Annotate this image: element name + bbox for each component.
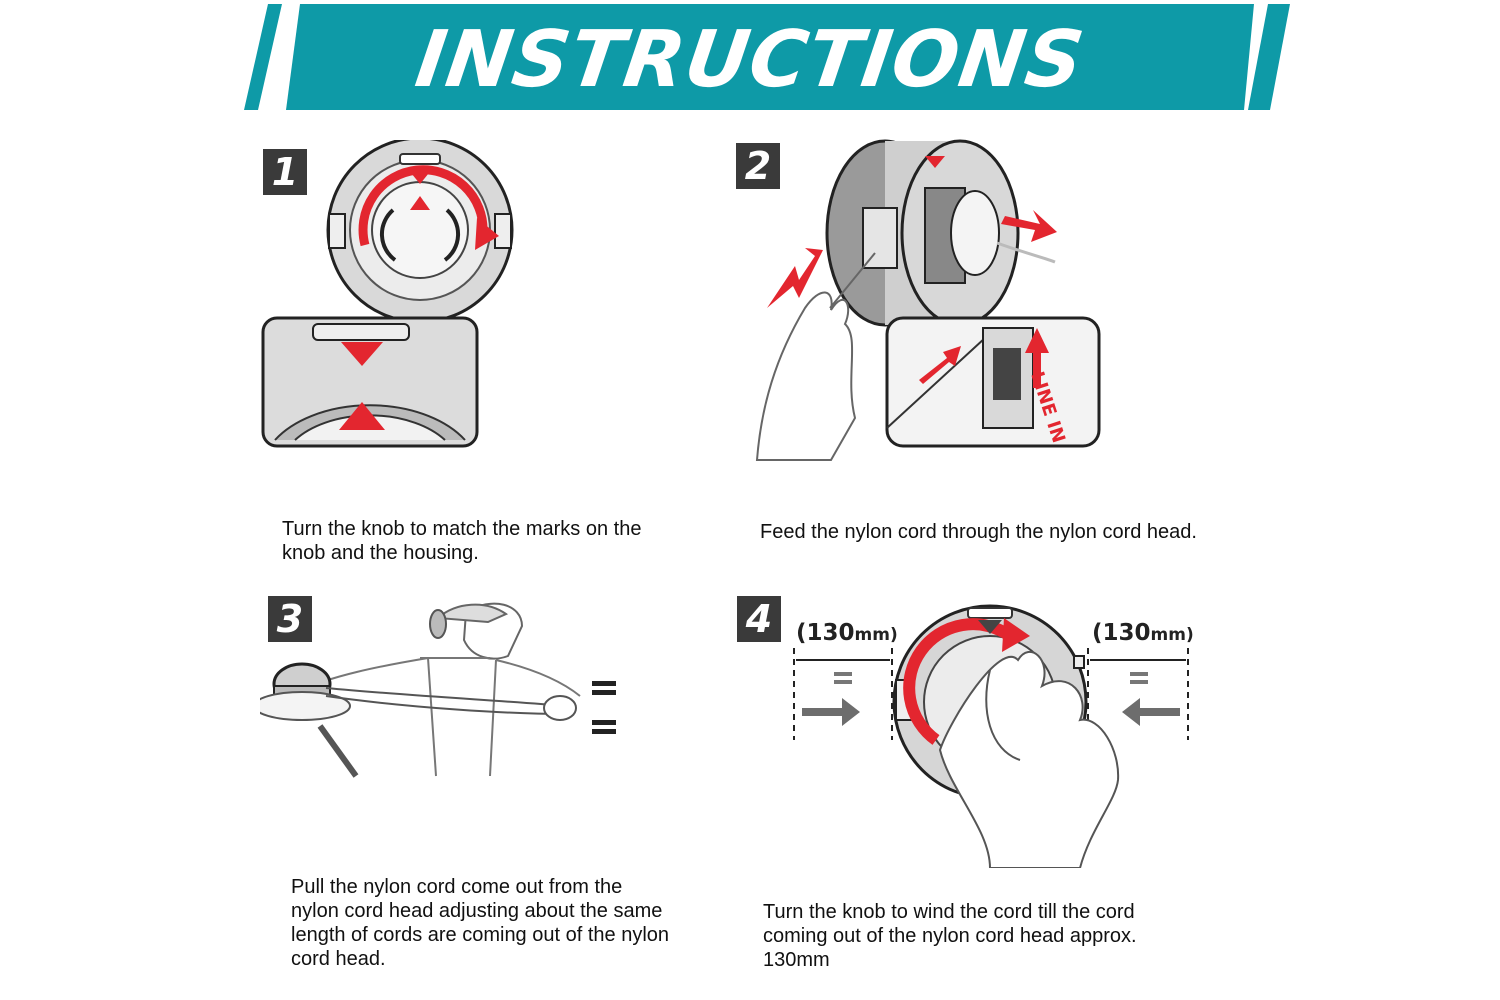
step-3-caption: Pull the nylon cord come out from the ny… (291, 876, 670, 970)
spool-knob-alignment-illustration (261, 140, 514, 448)
step-number-4: 4 (737, 596, 781, 642)
step-4-caption: Turn the knob to wind the cord till the … (763, 901, 1137, 971)
step-number-3: 3 (268, 596, 312, 642)
left-measurement-label: (130mm) (796, 620, 898, 646)
page-title: INSTRUCTIONS (410, 15, 1090, 105)
step-1-caption: Turn the knob to match the marks on the … (282, 518, 642, 564)
step-number-1: 1 (263, 149, 307, 195)
right-measurement-label: (130mm) (1092, 620, 1194, 646)
feed-cord-illustration: LINE IN (755, 139, 1101, 461)
pull-cord-illustration (260, 602, 616, 778)
header-banner (244, 4, 1290, 110)
step-number-2: 2 (736, 143, 780, 189)
wind-cord-illustration (793, 604, 1189, 868)
step-2-caption: Feed the nylon cord through the nylon co… (760, 521, 1197, 543)
